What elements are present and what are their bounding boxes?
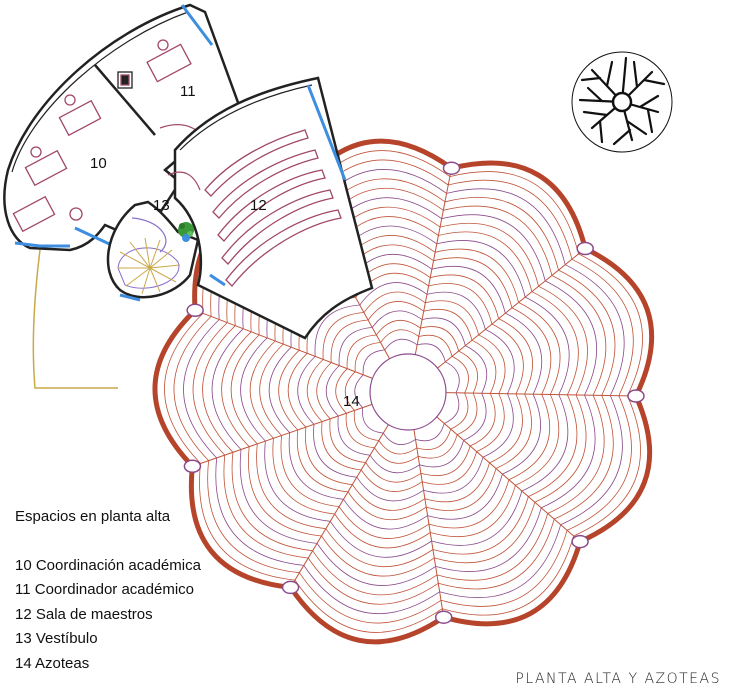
room-label-13: 13 xyxy=(153,197,170,214)
furniture xyxy=(12,39,192,233)
roof-ridge xyxy=(194,309,373,379)
legend-item: 12 Sala de maestros xyxy=(15,605,153,623)
roof-node xyxy=(571,534,589,549)
roof-ridge xyxy=(414,168,452,355)
room-label-12: 12 xyxy=(250,197,267,214)
room-label-14: 14 xyxy=(343,393,360,410)
roof-contour xyxy=(306,291,506,492)
upper-floor-rooms xyxy=(3,3,374,389)
roof-contour xyxy=(344,329,469,455)
roof-node xyxy=(627,389,645,403)
glazing xyxy=(180,4,214,46)
legend-item: 11 Coordinador académico xyxy=(15,581,194,598)
room-10-11-walls xyxy=(3,3,242,252)
roof-node xyxy=(576,241,594,256)
room-label-10: 10 xyxy=(90,155,107,172)
canopy-arc xyxy=(32,249,118,389)
sheet-title: PLANTA ALTA Y AZOTEAS xyxy=(515,671,721,687)
roof-node xyxy=(183,459,202,473)
legend: Espacios en planta alta 10 Coordinación … xyxy=(15,505,201,676)
plant-icon xyxy=(178,222,194,242)
legend-item: 10 Coordinación académica xyxy=(15,556,201,574)
roof-ridge xyxy=(192,403,373,467)
roof-node xyxy=(434,610,453,624)
roof-ridge xyxy=(413,429,445,618)
roof-ridge xyxy=(436,416,581,542)
roof-contour xyxy=(325,310,488,474)
legend-item: 14 Azoteas xyxy=(15,654,90,672)
legend-item: 13 Vestíbulo xyxy=(15,630,98,647)
roof-node xyxy=(442,161,461,175)
roof-contour xyxy=(335,319,478,464)
roof-contour xyxy=(316,301,497,483)
roof-node xyxy=(281,580,300,595)
roof-skylight xyxy=(369,353,447,431)
spiral-stair xyxy=(117,237,181,295)
meeting-tables xyxy=(204,129,342,287)
room-13-vestibulo xyxy=(106,200,200,299)
roof-node xyxy=(186,303,204,318)
legend-title: Espacios en planta alta xyxy=(15,508,171,525)
roof-ridge xyxy=(437,248,586,369)
roof-ridge xyxy=(290,424,389,588)
roof-contour xyxy=(297,282,515,502)
room-label-11: 11 xyxy=(180,83,196,100)
roof-contour xyxy=(354,338,460,445)
tree-plan-icon xyxy=(571,51,673,153)
roof-ridge xyxy=(445,392,636,397)
